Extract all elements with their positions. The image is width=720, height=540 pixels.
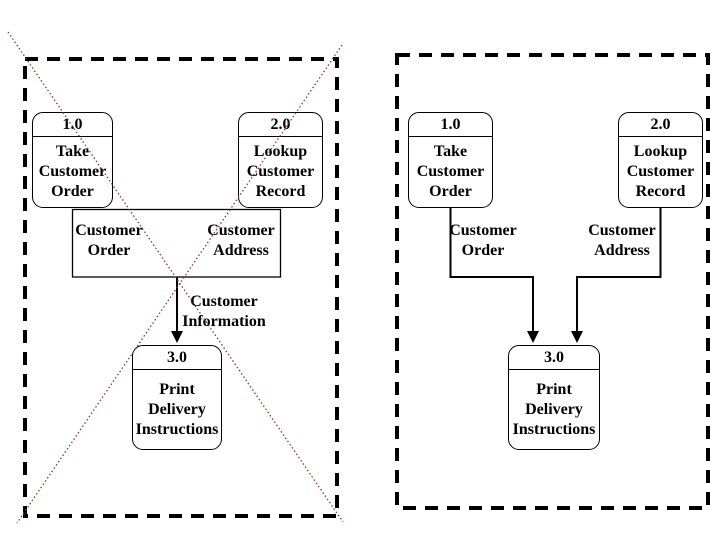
- process-number: 2.0: [239, 113, 322, 137]
- left-process-box-3: 3.0 Print Delivery Instructions: [132, 345, 222, 450]
- right-customer-address-flow-line: [576, 208, 662, 333]
- process-label: Print Delivery Instructions: [135, 380, 219, 438]
- process-number: 1.0: [409, 113, 492, 137]
- process-number: 3.0: [509, 346, 599, 370]
- process-number: 2.0: [619, 113, 702, 137]
- process-label: Take Customer Order: [416, 143, 485, 200]
- left-customer-address-flow-label: Customer Address: [207, 222, 275, 259]
- left-process-box-2: 2.0 Lookup Customer Record: [238, 112, 323, 208]
- left-customer-information-flow-label: Customer Information: [182, 293, 266, 330]
- process-label: Take Customer Order: [38, 143, 107, 200]
- right-process-box-1: 1.0 Take Customer Order: [408, 112, 493, 208]
- right-process-box-2: 2.0 Lookup Customer Record: [618, 112, 703, 208]
- left-customer-order-flow-label: Customer Order: [75, 222, 143, 259]
- left-process-box-1: 1.0 Take Customer Order: [32, 112, 113, 208]
- right-customer-address-arrowhead: [571, 331, 583, 343]
- right-customer-order-flow-label: Customer Order: [449, 222, 517, 259]
- process-number: 1.0: [33, 113, 112, 137]
- process-label: Lookup Customer Record: [246, 143, 315, 200]
- right-customer-order-arrowhead: [527, 331, 539, 343]
- right-process-box-3: 3.0 Print Delivery Instructions: [508, 345, 600, 450]
- left-customer-information-arrowhead: [171, 331, 183, 343]
- right-customer-order-flow-line: [449, 208, 534, 333]
- process-number: 3.0: [133, 346, 221, 370]
- right-panel-dashed-border: [395, 53, 710, 510]
- process-label: Lookup Customer Record: [626, 143, 695, 200]
- process-label: Print Delivery Instructions: [512, 380, 596, 438]
- right-customer-address-flow-label: Customer Address: [588, 222, 656, 259]
